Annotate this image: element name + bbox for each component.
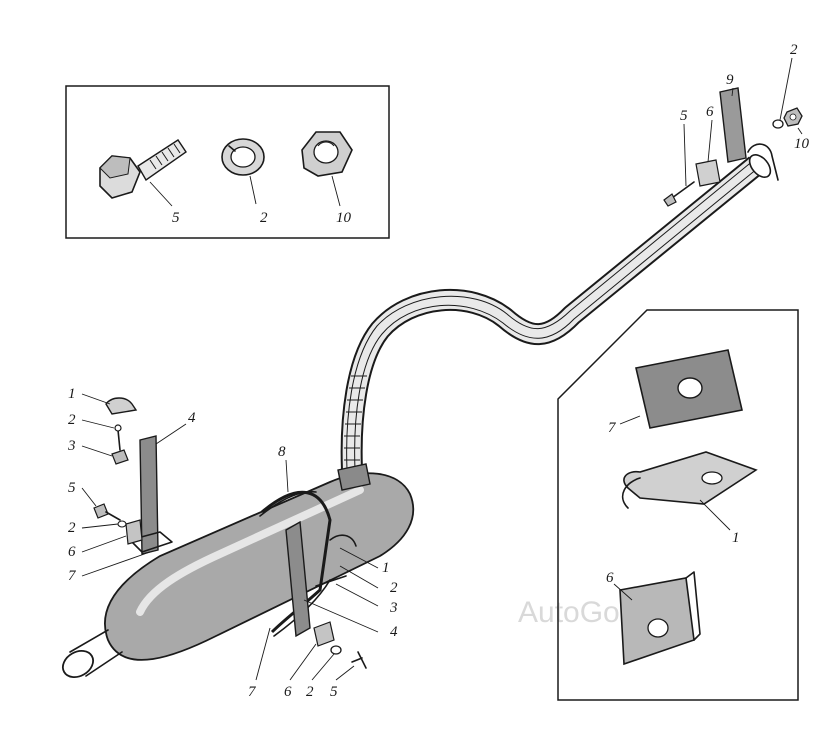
pipe-end-label-washer: 2 [790, 42, 798, 58]
bottom-label-plate: 6 [284, 684, 292, 700]
watermark: AutoGolf [518, 596, 635, 629]
bottom-label-washer: 2 [306, 684, 314, 700]
pipe-end-label-strap: 9 [726, 72, 734, 88]
left-strap-label: 4 [188, 410, 196, 426]
right-label-washer: 2 [390, 580, 398, 596]
pipe-end-label-nut: 10 [794, 136, 810, 152]
clamp-label: 8 [278, 444, 286, 460]
right-label-bolt: 3 [389, 600, 398, 616]
left-label-washer-top: 2 [68, 412, 76, 428]
left-label-screw: 5 [68, 480, 76, 496]
bolt-drawing [99, 139, 187, 199]
muffler-drawing: 8 1 2 3 4 7 6 2 5 [62, 444, 415, 700]
pipe-end-label-plate: 6 [706, 104, 714, 120]
right-label-strap: 4 [390, 624, 398, 640]
bottom-label-pad: 7 [248, 684, 257, 700]
pad-7-drawing [635, 349, 743, 429]
brackets-inset: 7 1 6 [557, 309, 799, 701]
plate-6-drawing [619, 571, 701, 666]
brackets-inset-frame [557, 309, 799, 701]
lock-washer-drawing [221, 138, 265, 176]
hex-nut-drawing [301, 131, 353, 177]
left-label-clamp: 1 [68, 386, 76, 402]
fastener-label-washer: 2 [260, 210, 268, 226]
pipe-end-label-bolt: 5 [680, 108, 688, 124]
left-label-bolt: 3 [67, 438, 76, 454]
left-label-plate: 6 [68, 544, 76, 560]
bracket-label-clamp: 1 [732, 530, 740, 546]
bracket-label-plate: 6 [606, 570, 614, 586]
fastener-label-nut: 10 [336, 210, 352, 226]
clamp-1-drawing [622, 451, 758, 509]
fasteners-inset: 5 2 10 [65, 85, 390, 239]
bracket-label-pad: 7 [608, 420, 617, 436]
left-label-washer: 2 [68, 520, 76, 536]
left-hanger-drawing: 1 2 3 5 2 6 7 4 [67, 386, 196, 584]
right-label-clamp: 1 [382, 560, 390, 576]
exhaust-pipe-drawing [340, 153, 772, 471]
pipe-end-hardware: 5 6 9 2 10 [663, 42, 810, 207]
fasteners-inset-frame [65, 85, 390, 239]
left-label-pad: 7 [68, 568, 77, 584]
fastener-label-bolt: 5 [172, 210, 180, 226]
bottom-label-bolt: 5 [330, 684, 338, 700]
